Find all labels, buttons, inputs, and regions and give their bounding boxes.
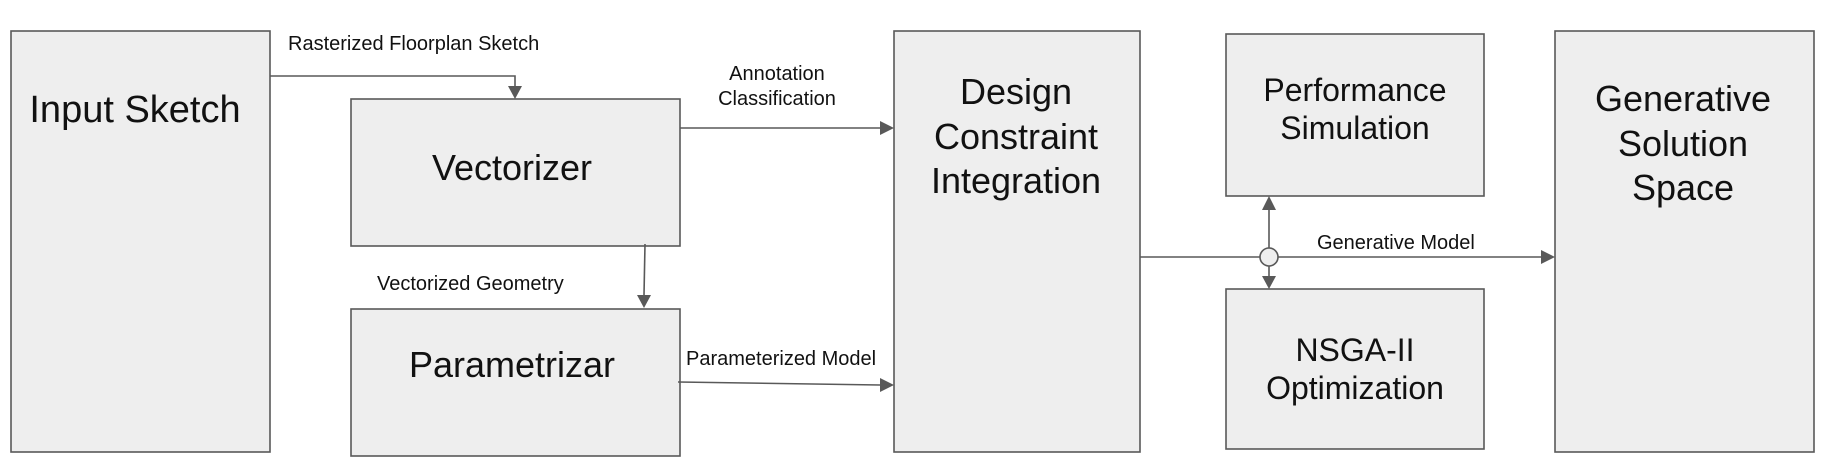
nsga-line-2: Optimization xyxy=(1266,370,1444,406)
generative-solution-line-3: Space xyxy=(1632,167,1734,208)
edge-generative-model: Generative Model xyxy=(1140,232,1555,264)
annotation-label-line-2: Classification xyxy=(718,88,836,110)
design-constraint-line-3: Integration xyxy=(931,160,1101,201)
edge-rasterized-floorplan: Rasterized Floorplan Sketch xyxy=(270,33,539,99)
generative-solution-box xyxy=(1554,30,1815,453)
rasterized-edge-line xyxy=(270,75,516,86)
design-constraint-line-2: Constraint xyxy=(934,116,1098,157)
performance-simulation-line-1: Performance xyxy=(1263,72,1446,108)
edge-parameterized-model: Parameterized Model xyxy=(677,348,894,392)
design-constraint-line-1: Design xyxy=(960,71,1072,112)
rasterized-edge-label: Rasterized Floorplan Sketch xyxy=(288,33,539,55)
rasterized-arrowhead xyxy=(508,86,522,99)
edge-to-performance-simulation xyxy=(1262,196,1276,248)
node-vectorizer: Vectorizer xyxy=(350,98,681,247)
vectorizer-label: Vectorizer xyxy=(432,147,592,188)
generative-solution-line-2: Solution xyxy=(1618,123,1748,164)
to-performance-arrowhead xyxy=(1262,196,1276,210)
generative-solution-line-1: Generative xyxy=(1595,78,1771,119)
vectorized-edge-line xyxy=(643,243,646,296)
node-performance-simulation: Performance Simulation xyxy=(1225,33,1485,197)
edge-to-nsga-optimization xyxy=(1262,266,1276,289)
generative-arrowhead xyxy=(1541,250,1555,264)
input-sketch-label: Input Sketch xyxy=(29,89,240,131)
design-constraint-box xyxy=(893,30,1141,453)
edge-annotation-classification: Annotation Classification xyxy=(680,63,894,135)
node-nsga-optimization: NSGA-II Optimization xyxy=(1225,288,1485,450)
annotation-label-line-1: Annotation xyxy=(729,63,825,85)
parametrizar-box xyxy=(350,308,681,457)
nsga-box xyxy=(1225,288,1485,450)
generative-edge-label: Generative Model xyxy=(1317,232,1475,254)
vectorized-edge-label: Vectorized Geometry xyxy=(377,273,564,295)
to-nsga-arrowhead xyxy=(1262,276,1276,289)
node-input-sketch: Input Sketch xyxy=(10,30,271,453)
parameterized-edge-label: Parameterized Model xyxy=(686,348,876,370)
performance-simulation-line-2: Simulation xyxy=(1280,110,1429,146)
input-sketch-box xyxy=(10,30,271,453)
node-design-constraint-integration: Design Constraint Integration xyxy=(893,30,1141,453)
parameterized-arrowhead xyxy=(880,378,894,392)
vectorized-arrowhead xyxy=(637,295,651,308)
parametrizar-label: Parametrizar xyxy=(409,344,615,385)
node-parametrizar: Parametrizar xyxy=(350,308,681,457)
vectorizer-box xyxy=(350,98,681,247)
junction-node xyxy=(1259,247,1279,267)
nsga-line-1: NSGA-II xyxy=(1295,332,1414,368)
parameterized-edge-line xyxy=(677,381,881,386)
annotation-arrowhead xyxy=(880,121,894,135)
edge-vectorized-geometry: Vectorized Geometry xyxy=(377,243,651,308)
node-generative-solution-space: Generative Solution Space xyxy=(1554,30,1815,453)
performance-simulation-box xyxy=(1225,33,1485,197)
